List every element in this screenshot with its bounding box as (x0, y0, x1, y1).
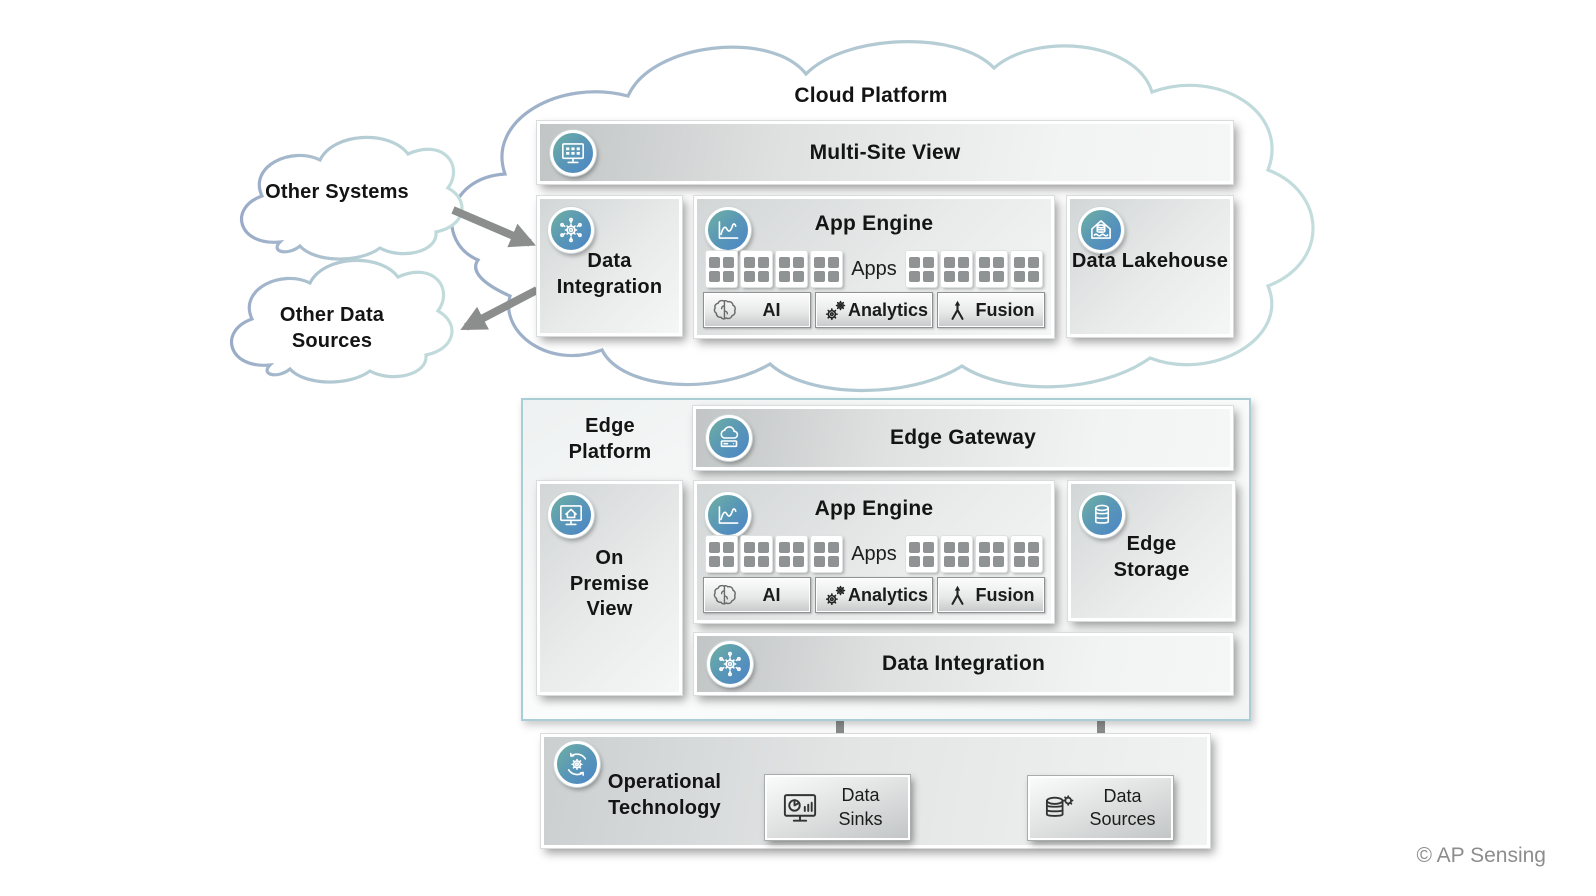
edge-data-integration-bar: Data Integration (694, 633, 1233, 695)
monitor-grid-icon (550, 129, 596, 176)
app-tile-icon (1010, 536, 1042, 572)
arrow-other-systems-to-data-integration (451, 206, 536, 248)
app-tiles-right (905, 251, 1042, 287)
cloud-platform-title: Cloud Platform (794, 84, 948, 107)
on-premise-view-box: On Premise View (537, 481, 682, 695)
fusion-button-label: Fusion (975, 584, 1035, 605)
ai-button-label: AI (762, 584, 781, 605)
fusion-button[interactable]: Fusion (937, 577, 1046, 613)
gear-network-icon (707, 641, 753, 687)
cloud-engine-buttons: AI Analytics Fusion (703, 292, 1046, 328)
app-tile-icon (811, 251, 843, 287)
cloud-apps-label: Apps (851, 257, 897, 280)
app-tile-icon (940, 251, 972, 287)
arrow-data-integration-to-other-data-sources (460, 286, 539, 331)
app-tiles-left (706, 251, 843, 287)
edge-data-integration-label: Data Integration (881, 652, 1046, 675)
analytics-button-label: Analytics (847, 299, 929, 320)
other-data-sources-label: Other Data Sources (279, 304, 385, 352)
ai-button-label: AI (762, 299, 781, 320)
edge-gateway-label: Edge Gateway (890, 426, 1036, 449)
cloud-app-engine-box: App Engine Apps AI Analytics Fusion (694, 196, 1054, 338)
cloud-data-integration-label: Data Integration (556, 250, 663, 298)
data-lakehouse-label: Data Lakehouse (1071, 250, 1229, 272)
edge-app-engine-title: App Engine (814, 497, 934, 520)
app-tile-icon (1010, 251, 1042, 287)
gear-network-icon (548, 207, 594, 253)
cloud-apps-row: Apps (703, 249, 1045, 289)
data-sinks-box: Data Sinks (765, 775, 910, 840)
edge-engine-buttons: AI Analytics Fusion (703, 577, 1046, 613)
database-gear-icon (1041, 792, 1075, 824)
cloud-app-engine-title: App Engine (814, 212, 934, 235)
analytics-button[interactable]: Analytics (814, 292, 934, 328)
copyright-text: © AP Sensing (1416, 844, 1546, 867)
ai-button[interactable]: AI (703, 292, 811, 328)
analytics-button-label: Analytics (847, 584, 929, 605)
cloud-server-icon (706, 415, 752, 461)
edge-apps-row: Apps (703, 534, 1045, 574)
app-tiles-left (706, 536, 843, 572)
edge-apps-label: Apps (851, 542, 897, 565)
other-systems-label: Other Systems (265, 181, 409, 203)
edge-gateway-bar: Edge Gateway (693, 406, 1233, 470)
edge-app-engine-box: App Engine Apps AI Analytics Fusion (694, 481, 1054, 623)
fusion-button-label: Fusion (975, 299, 1035, 320)
edge-storage-label: Edge Storage (1113, 533, 1190, 581)
lakehouse-icon (1078, 207, 1124, 253)
other-systems-cloud-outline (240, 135, 464, 261)
app-tile-icon (741, 536, 773, 572)
edge-storage-box: Edge Storage (1068, 481, 1235, 621)
monitor-chart-icon (782, 791, 818, 824)
cloud-data-integration-box: Data Integration (537, 196, 682, 336)
fusion-button[interactable]: Fusion (937, 292, 1046, 328)
app-tile-icon (706, 251, 738, 287)
app-tiles-right (905, 536, 1042, 572)
app-tile-icon (776, 536, 808, 572)
app-tile-icon (776, 251, 808, 287)
multi-site-view-label: Multi-Site View (809, 140, 961, 164)
other-data-sources-cloud-outline (230, 258, 454, 384)
line-chart-icon (705, 492, 751, 538)
app-tile-icon (905, 536, 937, 572)
app-tile-icon (811, 536, 843, 572)
on-premise-view-label: On Premise View (569, 547, 650, 621)
ai-button[interactable]: AI (703, 577, 811, 613)
analytics-button[interactable]: Analytics (814, 577, 934, 613)
data-lakehouse-box: Data Lakehouse (1067, 196, 1233, 337)
data-sources-label: Data Sources (1089, 785, 1156, 829)
app-tile-icon (975, 251, 1007, 287)
app-tile-icon (940, 536, 972, 572)
app-tile-icon (706, 536, 738, 572)
data-sources-box: Data Sources (1028, 776, 1173, 840)
operational-technology-label: Operational Technology (607, 771, 722, 819)
multi-site-view-bar: Multi-Site View (537, 121, 1233, 184)
app-tile-icon (905, 251, 937, 287)
app-tile-icon (741, 251, 773, 287)
gear-sync-icon (554, 741, 600, 787)
app-tile-icon (975, 536, 1007, 572)
database-icon (1079, 492, 1125, 538)
monitor-home-icon (548, 492, 594, 538)
edge-platform-label: Edge Platform (568, 415, 652, 463)
data-sinks-label: Data Sinks (838, 785, 883, 829)
